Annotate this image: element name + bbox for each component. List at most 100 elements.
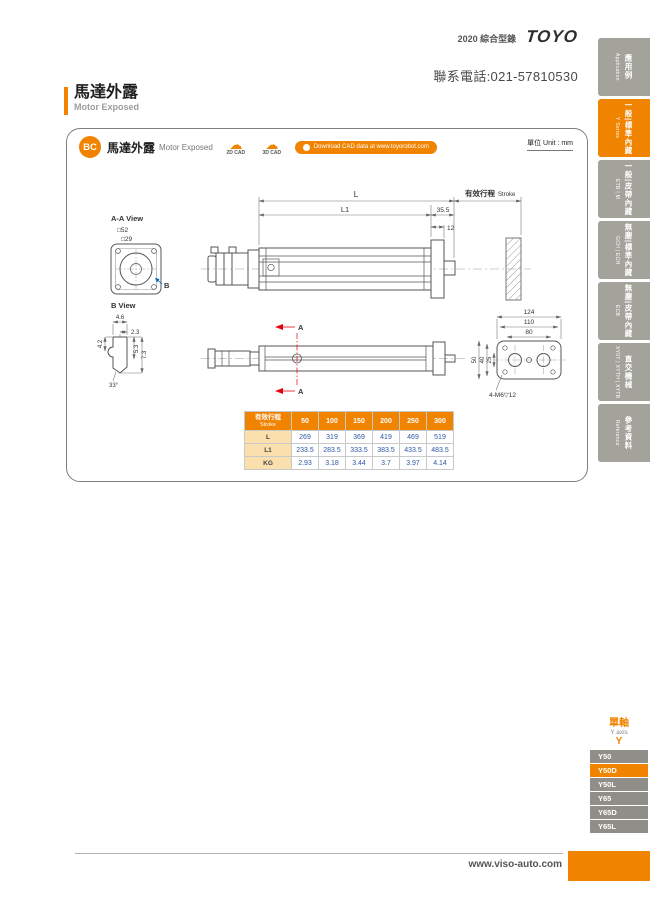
detail-b-marker: B — [164, 281, 170, 290]
section-tab-bar: 應用例 Application 一般|標準內藏 Y Series 一般|皮帶內藏… — [598, 38, 650, 462]
top-side-view: L 有效行程 Stroke L1 35.5 12 — [201, 188, 531, 301]
stroke-col-300: 300 — [426, 411, 454, 431]
catalog-year-label: 2020 綜合型錄 — [457, 34, 517, 44]
spec-cell: 433.5 — [399, 443, 427, 457]
toyo-logo: TOYO — [525, 27, 580, 46]
stroke-label-en: Stroke — [498, 192, 516, 198]
model-nav-title: 單軸 Y axis Y — [590, 714, 648, 747]
tab-label-zh: 一般|皮帶內藏 — [624, 161, 633, 217]
unit-label: 單位 Unit : mm — [527, 138, 573, 151]
model-nav-item-y65l[interactable]: Y65L — [590, 820, 648, 833]
row-label: L — [244, 430, 292, 444]
stroke-col-150: 150 — [345, 411, 373, 431]
spec-header-row: 有效行程 Stroke 50 100 150 200 250 300 — [244, 411, 454, 431]
sidebar-tab-etb-m[interactable]: 一般|皮帶內藏 ETB | M — [598, 160, 650, 218]
page-title: 馬達外露 — [74, 84, 139, 101]
cloud-download-icon: ☁ — [265, 136, 279, 152]
row-label: KG — [244, 456, 292, 470]
spec-cell: 283.5 — [318, 443, 346, 457]
aa-view: A-A View □52 □29 B — [110, 214, 170, 295]
spec-cell: 419 — [372, 430, 400, 444]
spec-row-L: L 269 319 369 419 469 519 — [244, 430, 454, 444]
stroke-header-zh: 有效行程 — [255, 414, 281, 421]
model-nav-item-y65d[interactable]: Y65D — [590, 806, 648, 819]
spec-row-L1: L1 233.5 283.5 333.5 383.5 433.5 483.5 — [244, 443, 454, 457]
model-nav: 單軸 Y axis Y Y50 Y50D Y50L Y65 Y65D Y65L — [590, 714, 648, 833]
spec-cell: 319 — [318, 430, 346, 444]
tab-label-en: ETB | M — [614, 178, 620, 200]
cad-2d-download[interactable]: ☁ 2D CAD — [223, 138, 249, 156]
tab-label-en: Reference — [614, 420, 620, 446]
model-nav-item-y65[interactable]: Y65 — [590, 792, 648, 805]
spec-cell: 3.18 — [318, 456, 346, 470]
tab-label-en: ECB — [614, 305, 620, 317]
sidebar-tab-application[interactable]: 應用例 Application — [598, 38, 650, 96]
model-nav-item-y50l[interactable]: Y50L — [590, 778, 648, 791]
spec-cell: 469 — [399, 430, 427, 444]
dim-label-4-6: 4.6 — [116, 315, 125, 321]
model-badge: BC — [79, 136, 101, 158]
technical-drawing: L 有效行程 Stroke L1 35.5 12 A-A View □52 □2… — [98, 188, 565, 399]
b-view: B View 4.6 2.3 4. — [98, 301, 148, 389]
panel-subtitle: Motor Exposed — [159, 142, 213, 152]
dim-label-25: 25 — [487, 356, 493, 363]
tab-label-zh: 無塵|標準內藏 — [624, 222, 633, 278]
tab-label-zh: 直交機械 — [624, 355, 633, 389]
tab-label-zh: 無塵|皮帶內藏 — [624, 283, 633, 339]
dim-label-4-m6: 4-M6▽12 — [489, 392, 516, 399]
spec-cell: 483.5 — [426, 443, 454, 457]
tab-label-zh: 應用例 — [624, 54, 633, 80]
cad-3d-label: 3D CAD — [262, 149, 282, 156]
stroke-header-en: Stroke — [260, 422, 276, 428]
spec-cell: 4.14 — [426, 456, 454, 470]
model-nav-item-y50[interactable]: Y50 — [590, 750, 648, 763]
section-side-view: A A — [201, 323, 467, 396]
model-nav-list: Y50 Y50D Y50L Y65 Y65D Y65L — [590, 750, 648, 833]
tab-label-en: GCH | ECH — [614, 235, 620, 265]
footer-accent-block — [568, 851, 650, 881]
model-nav-item-y50d[interactable]: Y50D — [590, 764, 648, 777]
dim-label-80: 80 — [525, 329, 533, 336]
contact-phone: 聯系電話:021-57810530 — [433, 69, 578, 84]
tab-label-en: Y Series — [614, 117, 620, 139]
stroke-col-200: 200 — [372, 411, 400, 431]
cad-2d-label: 2D CAD — [226, 149, 246, 156]
cad-3d-download[interactable]: ☁ 3D CAD — [259, 136, 285, 156]
dim-label-110: 110 — [524, 319, 535, 326]
spec-table: 有效行程 Stroke 50 100 150 200 250 300 L 269… — [244, 411, 454, 470]
download-cad-button[interactable]: Download CAD data at www.toyorobot.com — [294, 140, 437, 154]
b-view-label: B View — [111, 301, 136, 310]
dim-label-40: 40 — [480, 356, 486, 363]
tab-label-zh: 參考資料 — [624, 416, 633, 450]
spec-cell: 383.5 — [372, 443, 400, 457]
sidebar-tab-ecb[interactable]: 無塵|皮帶內藏 ECB — [598, 282, 650, 340]
aa-view-label: A-A View — [111, 214, 143, 223]
spec-cell: 369 — [345, 430, 373, 444]
stroke-header-cell: 有效行程 Stroke — [244, 411, 292, 431]
spec-cell: 233.5 — [291, 443, 319, 457]
section-a-label-bottom: A — [298, 387, 304, 396]
dim-label-L1: L1 — [341, 205, 349, 214]
model-nav-code: Y — [615, 736, 623, 747]
sidebar-tab-gch-ech[interactable]: 無塵|標準內藏 GCH | ECH — [598, 221, 650, 279]
spec-cell: 3.44 — [345, 456, 373, 470]
model-nav-title-en: Y axis — [610, 729, 628, 736]
spec-cell: 2.93 — [291, 456, 319, 470]
dim-label-50: 50 — [472, 356, 478, 363]
title-accent-bar — [64, 87, 68, 115]
header-brand: 2020 綜合型錄 TOYO — [457, 27, 580, 47]
sidebar-tab-reference[interactable]: 參考資料 Reference — [598, 404, 650, 462]
page-title-block: 馬達外露 Motor Exposed — [64, 84, 140, 115]
page-subtitle: Motor Exposed — [74, 102, 140, 113]
dim-label-L: L — [354, 190, 359, 199]
tab-label-en: XY0T | XYTH | XYTB — [614, 345, 620, 399]
sidebar-tab-y-series[interactable]: 一般|標準內藏 Y Series — [598, 99, 650, 157]
row-label: L1 — [244, 443, 292, 457]
download-dot-icon — [302, 143, 310, 151]
tab-label-en: Application — [614, 53, 620, 81]
footer-divider — [75, 853, 563, 854]
sidebar-tab-xy-series[interactable]: 直交機械 XY0T | XYTH | XYTB — [598, 343, 650, 401]
dim-label-12: 12 — [447, 225, 455, 232]
stroke-col-100: 100 — [318, 411, 346, 431]
